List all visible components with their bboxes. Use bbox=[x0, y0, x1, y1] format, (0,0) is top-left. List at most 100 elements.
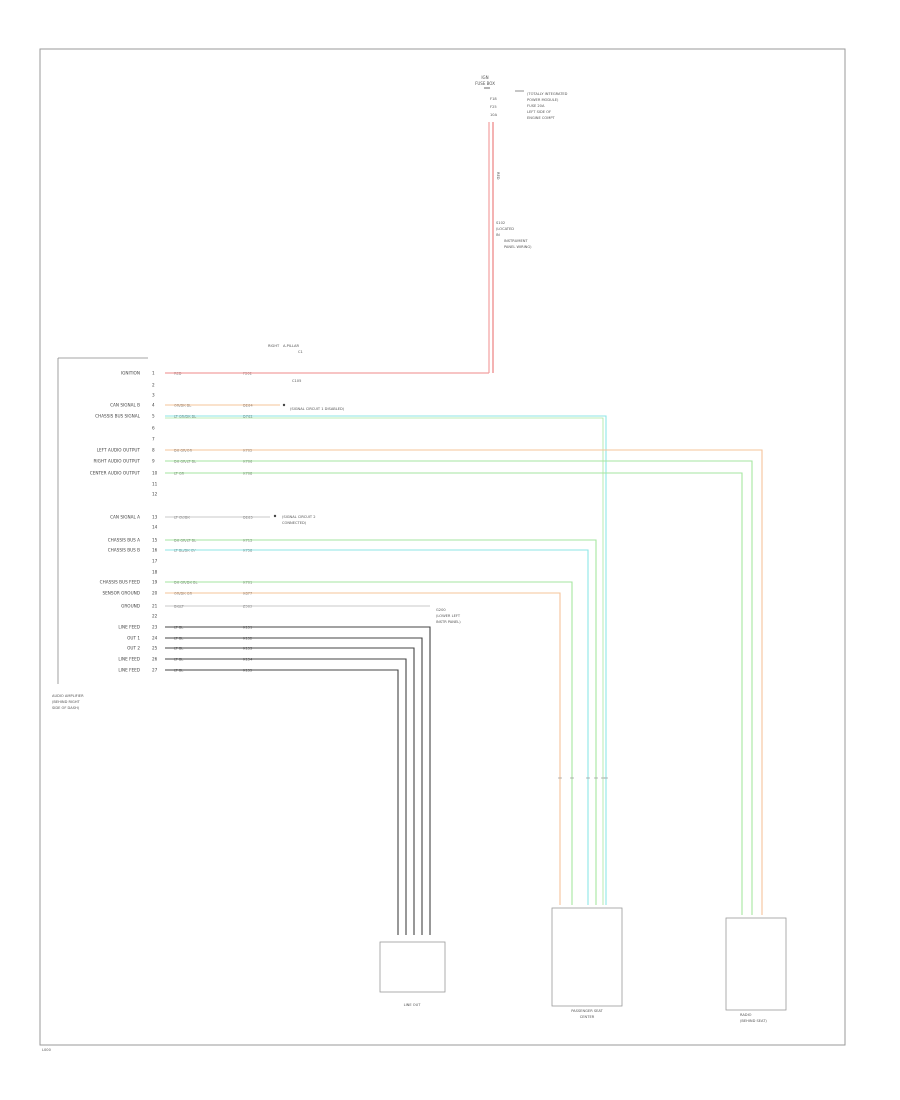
svg-text:(LOWER LEFT: (LOWER LEFT bbox=[436, 614, 461, 618]
top-connector: IGN FUSE BOX (TOTALLY INTEGRATED POWER M… bbox=[475, 75, 568, 120]
svg-text:INSTRUMENT: INSTRUMENT bbox=[504, 239, 528, 243]
wire-line-out-3 bbox=[165, 647, 415, 935]
top-pin-3: 10A bbox=[490, 113, 498, 117]
svg-text:(LOCATED: (LOCATED bbox=[496, 227, 514, 231]
pin-name-27: LINE FEED bbox=[118, 668, 140, 673]
line-out-label: LINE OUT bbox=[404, 1003, 422, 1007]
wire-center-audio bbox=[165, 472, 743, 915]
pin-number-23: 23 bbox=[152, 625, 158, 630]
pin-number-26: 26 bbox=[152, 657, 158, 662]
wire-chassis-bus-a bbox=[165, 539, 597, 905]
pin-name-4: CAN SIGNAL B bbox=[110, 403, 140, 408]
pin-number-3: 3 bbox=[152, 393, 155, 398]
pin-name-9: RIGHT AUDIO OUTPUT bbox=[93, 459, 140, 464]
top-connector-label-2: FUSE BOX bbox=[475, 81, 495, 86]
pin-number-6: 6 bbox=[152, 426, 155, 431]
pin-number-13: 13 bbox=[152, 515, 158, 520]
wire-chassis-bus-b bbox=[165, 549, 589, 905]
wire-line-out-1 bbox=[165, 626, 431, 935]
pin-name-23: LINE FEED bbox=[118, 625, 140, 630]
diagram-border bbox=[39, 48, 846, 1046]
top-connector-note-2: POWER MODULE) bbox=[527, 98, 559, 102]
wire-sensor-ground bbox=[165, 592, 561, 905]
pin-name-19: CHASSIS BUS FEED bbox=[100, 580, 140, 585]
pin-name-15: CHASSIS BUS A bbox=[108, 538, 140, 543]
wire-chassis-bus-signal bbox=[165, 415, 607, 905]
pin-name-21: GROUND bbox=[121, 604, 140, 609]
pin-number-15: 15 bbox=[152, 538, 158, 543]
svg-text:CENTER: CENTER bbox=[580, 1015, 595, 1019]
wire-line-out-2 bbox=[165, 637, 423, 935]
pin-number-9: 9 bbox=[152, 459, 155, 464]
pin-number-19: 19 bbox=[152, 580, 158, 585]
passenger-seat-connector: PASSENGER SEAT CENTER bbox=[551, 907, 623, 1019]
can-a-note: (SIGNAL CIRCUIT 2 CONNECTED) bbox=[273, 514, 316, 525]
pin-name-13: CAN SIGNAL A bbox=[110, 515, 140, 520]
pin-number-5: 5 bbox=[152, 414, 155, 419]
pin-number-7: 7 bbox=[152, 437, 155, 442]
pin-name-1: IGNITION bbox=[121, 371, 140, 376]
module-label-1: AUDIO AMPLIFIER bbox=[52, 694, 84, 698]
pin-number-11: 11 bbox=[152, 482, 158, 487]
pin-number-17: 17 bbox=[152, 559, 158, 564]
top-connector-note-5: ENGINE COMPT bbox=[527, 116, 556, 120]
pin-number-2: 2 bbox=[152, 383, 155, 388]
top-pin-2: F25 bbox=[490, 105, 497, 109]
svg-text:(BEHIND SEAT): (BEHIND SEAT) bbox=[740, 1019, 767, 1023]
splice-note: S102 (LOCATED IN INSTRUMENT PANEL WIRING… bbox=[496, 221, 532, 249]
pin-name-5: CHASSIS BUS SIGNAL bbox=[95, 414, 141, 419]
svg-text:(SIGNAL CIRCUIT 2: (SIGNAL CIRCUIT 2 bbox=[282, 515, 316, 519]
audio-amplifier-module: AUDIO AMPLIFIER (BEHIND RIGHT SIDE OF DA… bbox=[52, 357, 148, 710]
pin-number-4: 4 bbox=[152, 403, 155, 408]
svg-text:A-PILLAR: A-PILLAR bbox=[283, 344, 299, 348]
pin-number-24: 24 bbox=[152, 636, 158, 641]
bottom-code: L000 bbox=[42, 1048, 52, 1052]
wire-right-audio bbox=[165, 460, 753, 915]
ground-note: G200 (LOWER LEFT INSTR PANEL) bbox=[436, 608, 461, 624]
top-connector-note-4: LEFT SIDE OF bbox=[527, 110, 551, 114]
pin-number-21: 21 bbox=[152, 604, 158, 609]
splice-connector: RIGHT A-PILLAR C1 C105 bbox=[268, 344, 303, 383]
splice-code: C105 bbox=[292, 379, 301, 383]
pin-number-18: 18 bbox=[152, 570, 158, 575]
svg-text:PASSENGER SEAT: PASSENGER SEAT bbox=[571, 1009, 603, 1013]
pin-number-27: 27 bbox=[152, 668, 158, 673]
wire-line-out-4 bbox=[165, 658, 407, 935]
svg-text:IN: IN bbox=[496, 233, 500, 237]
wire-line-out-5 bbox=[165, 669, 399, 935]
svg-text:PANEL WIRING): PANEL WIRING) bbox=[504, 245, 532, 249]
svg-text:G200: G200 bbox=[436, 608, 446, 612]
pin-number-22: 22 bbox=[152, 614, 158, 619]
module-label-3: SIDE OF DASH) bbox=[52, 706, 80, 710]
svg-text:RADIO: RADIO bbox=[740, 1013, 752, 1017]
top-connector-note-3: FUSE 20A bbox=[527, 104, 545, 108]
module-label-2: (BEHIND RIGHT bbox=[52, 700, 81, 704]
can-b-note: (SIGNAL CIRCUIT 1 DISABLED) bbox=[282, 403, 345, 411]
pin-name-24: OUT 1 bbox=[127, 636, 140, 641]
pin-number-14: 14 bbox=[152, 525, 158, 530]
pin-name-26: LINE FEED bbox=[118, 657, 140, 662]
top-pin-1: F18 bbox=[490, 97, 497, 101]
pin-name-20: SENSOR GROUND bbox=[102, 591, 140, 596]
svg-text:(SIGNAL CIRCUIT 1 DISABLED): (SIGNAL CIRCUIT 1 DISABLED) bbox=[290, 407, 345, 411]
top-wire-label: RED bbox=[496, 172, 500, 180]
svg-text:CONNECTED): CONNECTED) bbox=[282, 521, 307, 525]
pin-number-12: 12 bbox=[152, 492, 158, 497]
top-connector-note-1: (TOTALLY INTEGRATED bbox=[527, 92, 568, 96]
pin-name-10: CENTER AUDIO OUTPUT bbox=[90, 471, 141, 476]
pin-number-16: 16 bbox=[152, 548, 158, 553]
svg-text:INSTR PANEL): INSTR PANEL) bbox=[436, 620, 461, 624]
pin-name-25: OUT 2 bbox=[127, 646, 140, 651]
wire-chassis-bus-signal-2 bbox=[165, 417, 604, 905]
top-connector-label-1: IGN bbox=[481, 75, 488, 80]
radio-connector: RADIO (BEHIND SEAT) bbox=[725, 917, 787, 1023]
wire-chassis-bus-feed bbox=[165, 581, 573, 905]
wire-left-audio bbox=[165, 449, 763, 915]
pin-name-8: LEFT AUDIO OUTPUT bbox=[97, 448, 141, 453]
pin-number-10: 10 bbox=[152, 471, 158, 476]
pin-name-16: CHASSIS BUS B bbox=[108, 548, 140, 553]
svg-text:C1: C1 bbox=[298, 350, 303, 354]
svg-text:S102: S102 bbox=[496, 221, 505, 225]
line-out-connector: LINE OUT bbox=[379, 941, 446, 1007]
